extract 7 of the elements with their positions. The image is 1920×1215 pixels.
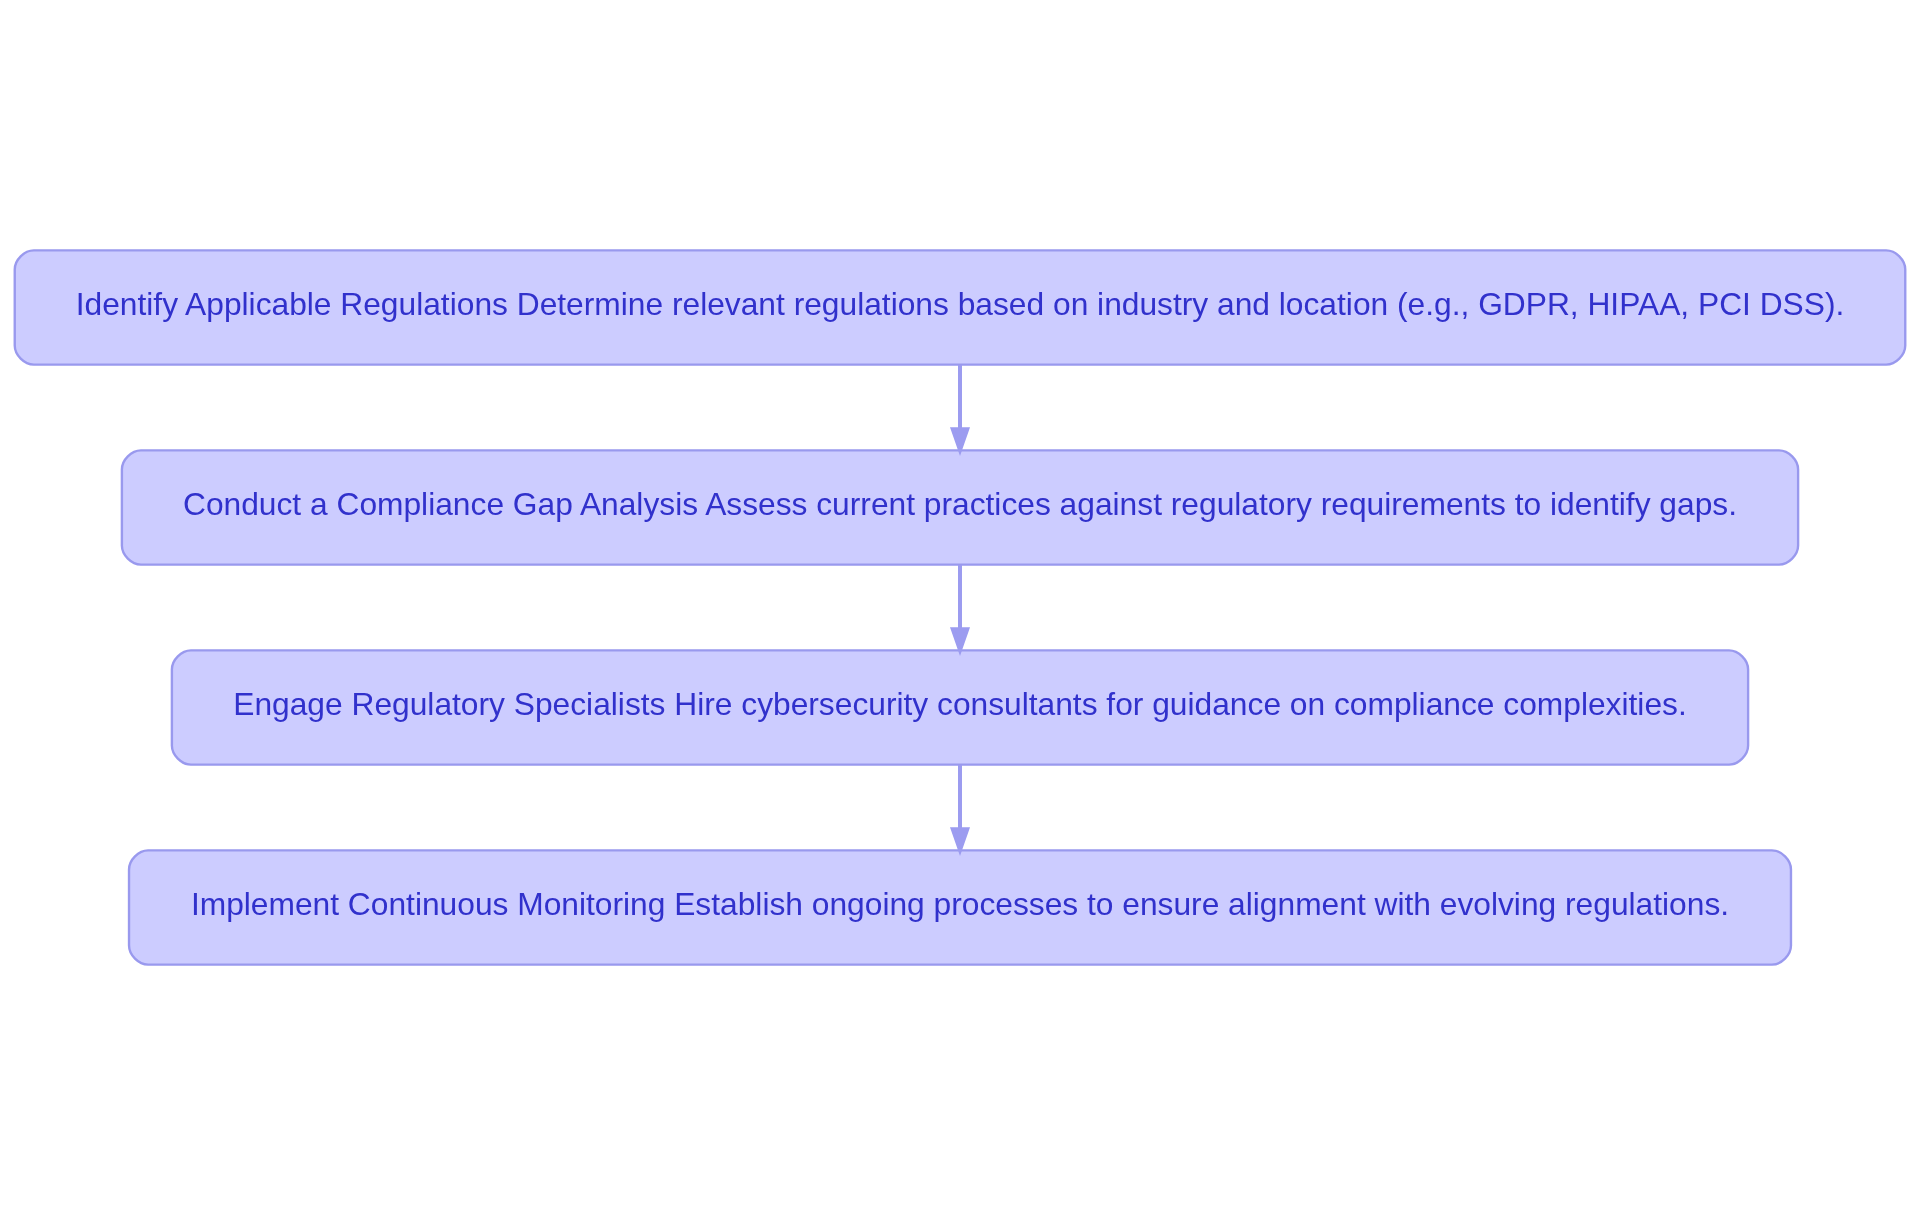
- arrow: [950, 364, 970, 456]
- arrow: [950, 764, 970, 856]
- node-box: Conduct a Compliance Gap Analysis Assess current practices against regulatory requirements to identify gaps.: [120, 449, 1800, 566]
- node-box: Identify Applicable Regulations Determine relevant regulations based on industry and location (e.g., GDPR, HIPAA, PCI DSS).: [13, 249, 1907, 366]
- arrow: [950, 564, 970, 656]
- node-box: Engage Regulatory Specialists Hire cybersecurity consultants for guidance on compliance complexities.: [170, 649, 1750, 766]
- node-box: Implement Continuous Monitoring Establish ongoing processes to ensure alignment with evolving regulations.: [127, 849, 1793, 966]
